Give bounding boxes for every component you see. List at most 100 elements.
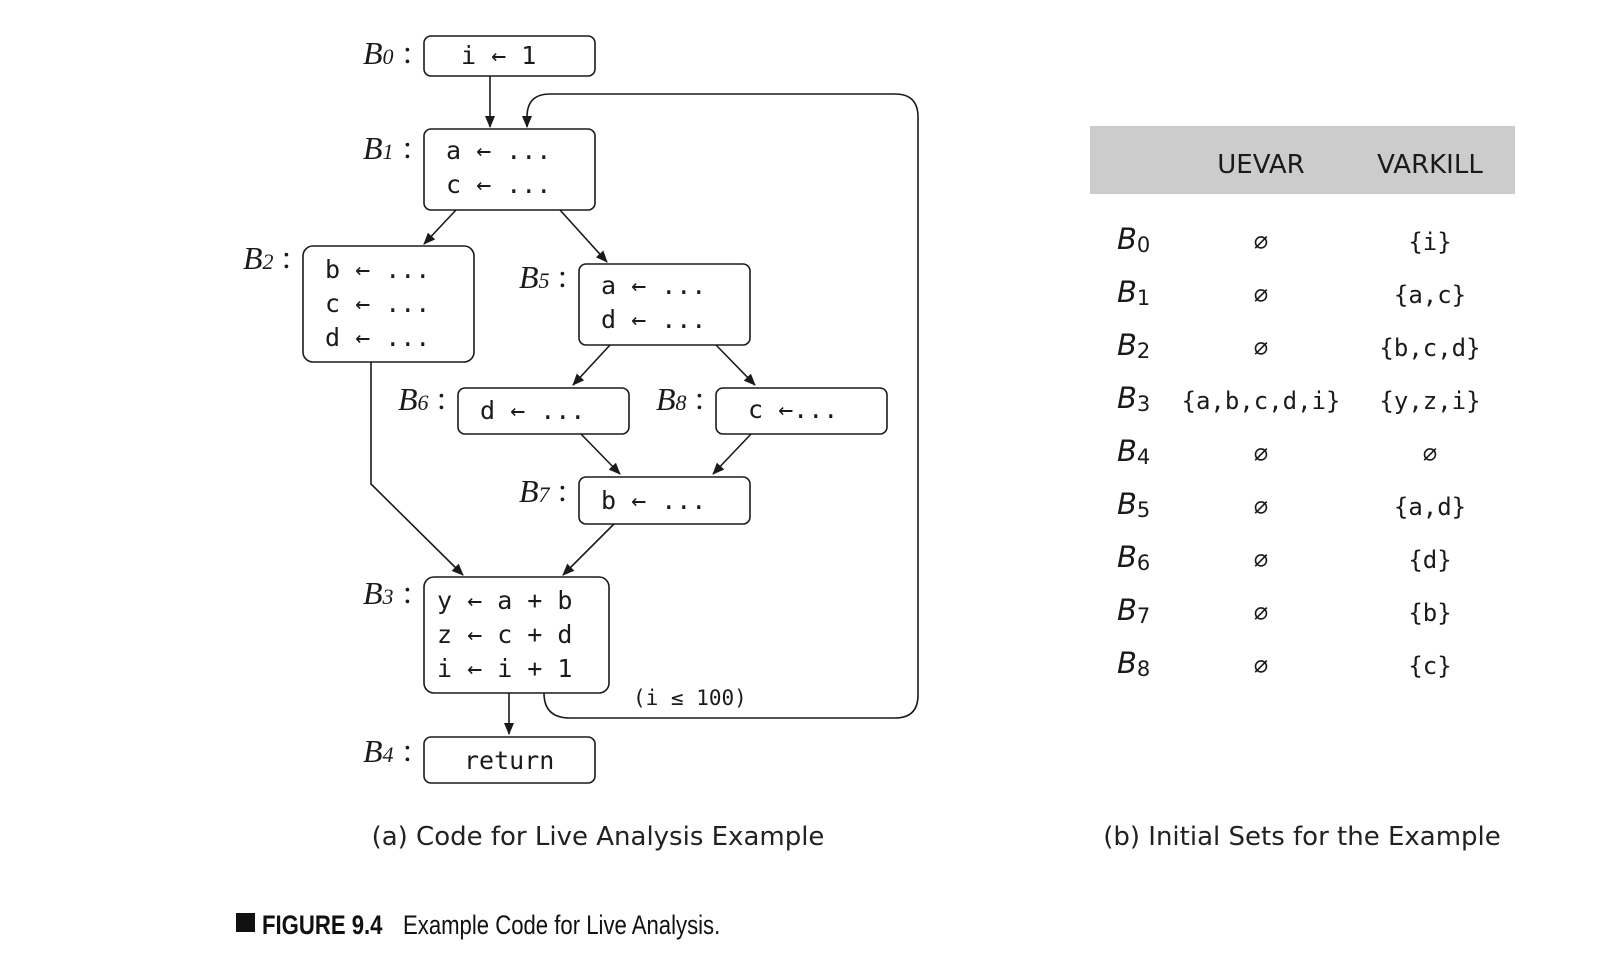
block-b7-colon: : bbox=[558, 472, 567, 508]
table-row: B1 ∅ {a,c} bbox=[1117, 275, 1466, 310]
block-b8-box bbox=[715, 387, 888, 435]
table-caption: (b) Initial Sets for the Example bbox=[1103, 822, 1501, 852]
block-b3-line: z ← c + d bbox=[437, 620, 572, 649]
block-b5-colon: : bbox=[558, 258, 567, 294]
uevar-cell: ∅ bbox=[1254, 493, 1268, 521]
row-block-name: B6 bbox=[1117, 540, 1150, 575]
varkill-cell: {y,z,i} bbox=[1379, 387, 1480, 415]
edge-b1-b5 bbox=[559, 209, 608, 263]
block-b3: B3 : y ← a + b z ← c + d i ← i + 1 bbox=[363, 574, 610, 694]
table-row: B3 {a,b,c,d,i} {y,z,i} bbox=[1117, 381, 1481, 416]
block-b2-line: b ← ... bbox=[325, 255, 430, 284]
block-b8: B8 : c ←... bbox=[656, 380, 888, 435]
block-b5-name: B5 bbox=[519, 259, 550, 295]
figure-label: FIGURE 9.4 bbox=[262, 911, 383, 941]
block-b4-box bbox=[423, 736, 596, 784]
block-b7: B7 : b ← ... bbox=[519, 472, 751, 525]
block-b2-line: c ← ... bbox=[325, 289, 430, 318]
block-b3-box bbox=[423, 576, 610, 694]
block-b8-name: B8 bbox=[656, 381, 687, 417]
table-row: B0 ∅ {i} bbox=[1117, 222, 1452, 257]
loop-condition-label: (i ≤ 100) bbox=[633, 686, 747, 710]
block-b7-box bbox=[578, 476, 751, 525]
block-b8-colon: : bbox=[695, 380, 704, 416]
row-block-name: B4 bbox=[1117, 434, 1150, 469]
uevar-cell: {a,b,c,d,i} bbox=[1182, 387, 1341, 415]
table-row: B8 ∅ {c} bbox=[1117, 646, 1452, 681]
uevar-cell: ∅ bbox=[1254, 546, 1268, 574]
block-b0: B0 : i ← 1 bbox=[363, 34, 596, 77]
uevar-cell: ∅ bbox=[1254, 440, 1268, 468]
block-b6-name: B6 bbox=[398, 381, 429, 417]
block-b0-box bbox=[423, 35, 596, 77]
edge-b5-b8 bbox=[715, 344, 756, 386]
header-varkill: VARKILL bbox=[1377, 150, 1483, 180]
block-b3-line: y ← a + b bbox=[437, 586, 572, 615]
edge-b8-b7 bbox=[712, 432, 753, 475]
figure-title: Example Code for Live Analysis. bbox=[403, 911, 720, 941]
edge-b7-b3 bbox=[562, 523, 615, 576]
varkill-cell: {b,c,d} bbox=[1379, 334, 1480, 362]
block-b2-colon: : bbox=[282, 239, 291, 275]
block-b4: B4 : return bbox=[363, 732, 596, 784]
block-b5-line: d ← ... bbox=[601, 305, 706, 334]
block-b2-box bbox=[302, 245, 475, 363]
edge-b1-b2 bbox=[423, 209, 457, 245]
edge-b2-b3 bbox=[370, 358, 464, 576]
block-b1: B1 : a ← ... c ← ... bbox=[363, 128, 596, 211]
block-b1-colon: : bbox=[403, 129, 412, 165]
varkill-cell: {i} bbox=[1408, 228, 1451, 256]
row-block-name: B1 bbox=[1117, 275, 1150, 310]
row-block-name: B7 bbox=[1117, 593, 1150, 628]
table-row: B5 ∅ {a,d} bbox=[1117, 487, 1466, 522]
block-b4-line: return bbox=[464, 746, 554, 775]
uevar-cell: ∅ bbox=[1254, 228, 1268, 256]
block-b2-name: B2 bbox=[243, 240, 274, 276]
varkill-cell: {a,d} bbox=[1394, 493, 1466, 521]
block-b0-line: i ← 1 bbox=[461, 41, 536, 70]
edge-b5-b6 bbox=[572, 344, 611, 386]
table-row: B7 ∅ {b} bbox=[1117, 593, 1452, 628]
edge-b3-b1-loop bbox=[522, 93, 919, 719]
block-b3-name: B3 bbox=[363, 575, 394, 611]
cfg-edges bbox=[370, 76, 919, 735]
block-b1-box bbox=[423, 128, 596, 211]
block-b3-colon: : bbox=[403, 574, 412, 610]
block-b1-line: c ← ... bbox=[446, 170, 551, 199]
diagram-caption: (a) Code for Live Analysis Example bbox=[372, 822, 825, 852]
row-block-name: B2 bbox=[1117, 328, 1150, 363]
uevar-cell: ∅ bbox=[1254, 281, 1268, 309]
block-b0-name: B0 bbox=[363, 35, 394, 71]
block-b6: B6 : d ← ... bbox=[398, 380, 630, 435]
block-b5-box bbox=[578, 263, 751, 346]
block-b0-colon: : bbox=[403, 34, 412, 70]
row-block-name: B8 bbox=[1117, 646, 1150, 681]
uevar-cell: ∅ bbox=[1254, 652, 1268, 680]
sets-table: UEVAR VARKILL B0 ∅ {i} B1 ∅ {a,c} B2 ∅ {… bbox=[1090, 126, 1515, 681]
block-b6-box bbox=[457, 387, 630, 435]
uevar-cell: ∅ bbox=[1254, 599, 1268, 627]
block-b1-line: a ← ... bbox=[446, 136, 551, 165]
varkill-cell: {b} bbox=[1408, 599, 1451, 627]
header-uevar: UEVAR bbox=[1217, 150, 1304, 180]
block-b4-colon: : bbox=[403, 732, 412, 768]
block-b7-name: B7 bbox=[519, 473, 551, 509]
figure-marker-square bbox=[236, 913, 255, 932]
block-b2: B2 : b ← ... c ← ... d ← ... bbox=[243, 239, 475, 363]
block-b1-name: B1 bbox=[363, 130, 394, 166]
uevar-cell: ∅ bbox=[1254, 334, 1268, 362]
table-row: B4 ∅ ∅ bbox=[1117, 434, 1437, 469]
varkill-cell: {d} bbox=[1408, 546, 1451, 574]
varkill-cell: {c} bbox=[1408, 652, 1451, 680]
row-block-name: B3 bbox=[1117, 381, 1150, 416]
block-b5-line: a ← ... bbox=[601, 271, 706, 300]
block-b7-line: b ← ... bbox=[601, 486, 706, 515]
block-b6-line: d ← ... bbox=[480, 396, 585, 425]
varkill-cell: {a,c} bbox=[1394, 281, 1466, 309]
row-block-name: B5 bbox=[1117, 487, 1150, 522]
table-row: B2 ∅ {b,c,d} bbox=[1117, 328, 1481, 363]
row-block-name: B0 bbox=[1117, 222, 1150, 257]
table-row: B6 ∅ {d} bbox=[1117, 540, 1452, 575]
block-b3-line: i ← i + 1 bbox=[437, 654, 572, 683]
